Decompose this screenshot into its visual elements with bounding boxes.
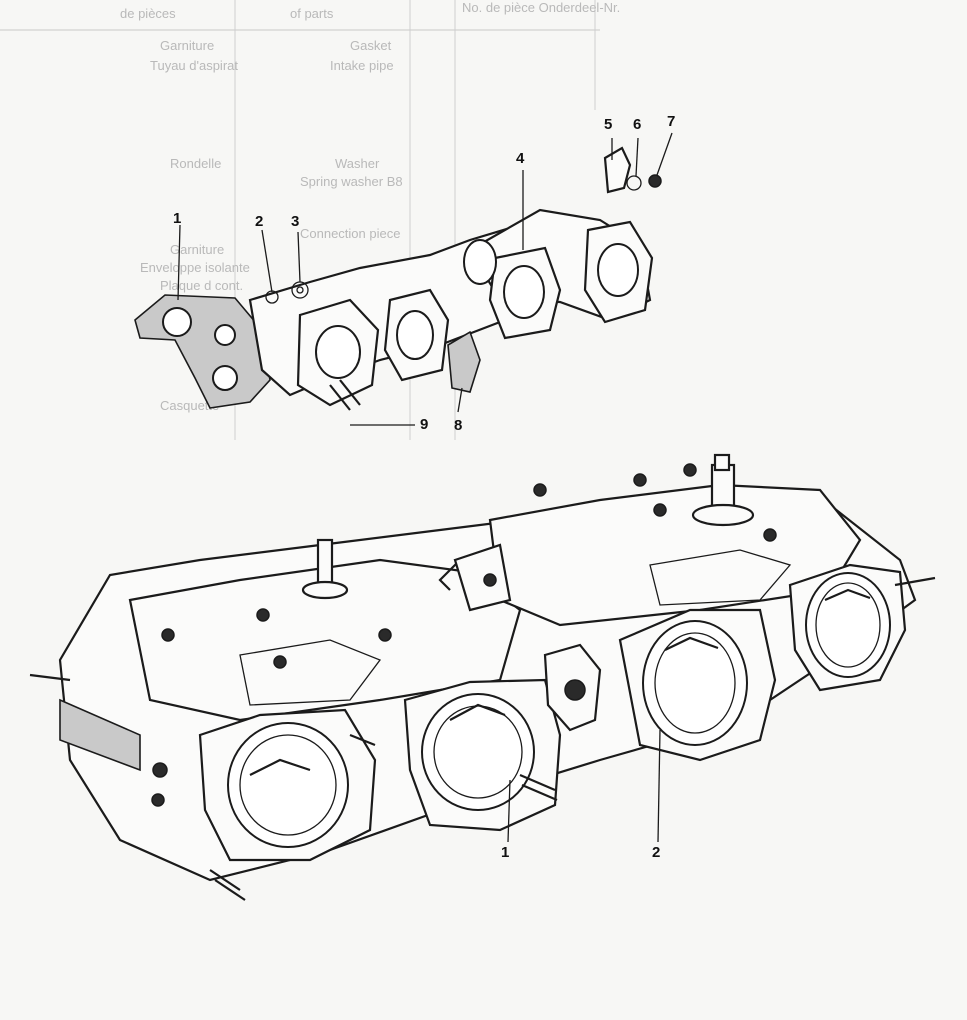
callout-1-top: 1 bbox=[173, 210, 182, 227]
callout-2-bottom: 2 bbox=[652, 844, 661, 861]
throttle-body-assembly bbox=[29, 453, 936, 901]
bracket-part-5 bbox=[603, 146, 632, 194]
throttle-bore-3 bbox=[618, 608, 777, 762]
callout-2-top: 2 bbox=[255, 213, 264, 230]
throttle-bore-1 bbox=[198, 708, 377, 862]
fuel-inlet-posts bbox=[301, 453, 755, 600]
stud-part-9 bbox=[329, 379, 361, 411]
flange-port bbox=[396, 310, 434, 360]
ghost-header-1: de pièces bbox=[120, 6, 176, 21]
ghost-table: de pièces of parts No. de pièce Onderdee… bbox=[0, 0, 620, 440]
ghost-row-2: Tuyau d'aspirat bbox=[150, 58, 238, 73]
gasket-port-hole bbox=[162, 307, 192, 337]
callout-8-top: 8 bbox=[454, 417, 463, 434]
flange-port bbox=[597, 243, 639, 297]
upper-housing-right bbox=[488, 483, 862, 627]
ghost-row-7: Connection piece bbox=[300, 226, 400, 241]
throttle-linkage bbox=[438, 543, 602, 732]
gasket-port-hole bbox=[214, 324, 236, 346]
flange-port bbox=[463, 239, 497, 285]
ghost-row-10: Enveloppe isolante bbox=[140, 260, 250, 275]
callout-6-top: 6 bbox=[633, 116, 642, 133]
callout-5-top: 5 bbox=[604, 116, 613, 133]
gasket-part-1 bbox=[134, 294, 271, 409]
cover-plate-left bbox=[239, 639, 382, 706]
gasket-port-hole bbox=[212, 365, 238, 391]
ghost-row-11: Plaque d cont. bbox=[160, 278, 243, 293]
ghost-row-1: Garniture bbox=[160, 38, 214, 53]
flange-port bbox=[503, 265, 545, 319]
ghost-row-12: Casquette bbox=[160, 398, 219, 413]
ghost-row-6: Spring washer B8 bbox=[300, 174, 403, 189]
ghost-header-3: No. de pièce Onderdeel-Nr. bbox=[462, 0, 620, 15]
ghost-row-9: Garniture bbox=[170, 242, 224, 257]
throttle-bore-4 bbox=[788, 563, 907, 692]
callout-7-top: 7 bbox=[667, 113, 676, 130]
throttle-bore-2 bbox=[403, 678, 562, 832]
washer-part-6 bbox=[626, 175, 642, 191]
washer-part-3-hole bbox=[296, 286, 304, 294]
upper-housing-left bbox=[128, 558, 522, 722]
ghost-row-4: Intake pipe bbox=[330, 58, 394, 73]
cover-plate-right bbox=[649, 549, 792, 606]
leader-lines-top bbox=[177, 132, 673, 426]
ghost-header-2: of parts bbox=[290, 6, 334, 21]
intake-manifold-exploded bbox=[134, 132, 673, 426]
ghost-row-8: Rondelle bbox=[170, 156, 221, 171]
flange-port bbox=[315, 325, 361, 379]
ghost-row-5: Washer bbox=[335, 156, 380, 171]
nut-part-7 bbox=[648, 174, 662, 188]
callout-4-top: 4 bbox=[516, 150, 525, 167]
base-plate-edge bbox=[59, 698, 141, 772]
callout-1-bottom: 1 bbox=[501, 844, 510, 861]
leader-lines-bottom bbox=[507, 729, 661, 843]
studs bbox=[29, 463, 936, 901]
callout-9-top: 9 bbox=[420, 416, 429, 433]
ghost-row-3: Gasket bbox=[350, 38, 392, 53]
callout-3-top: 3 bbox=[291, 213, 300, 230]
spacer-part-8 bbox=[447, 330, 481, 393]
